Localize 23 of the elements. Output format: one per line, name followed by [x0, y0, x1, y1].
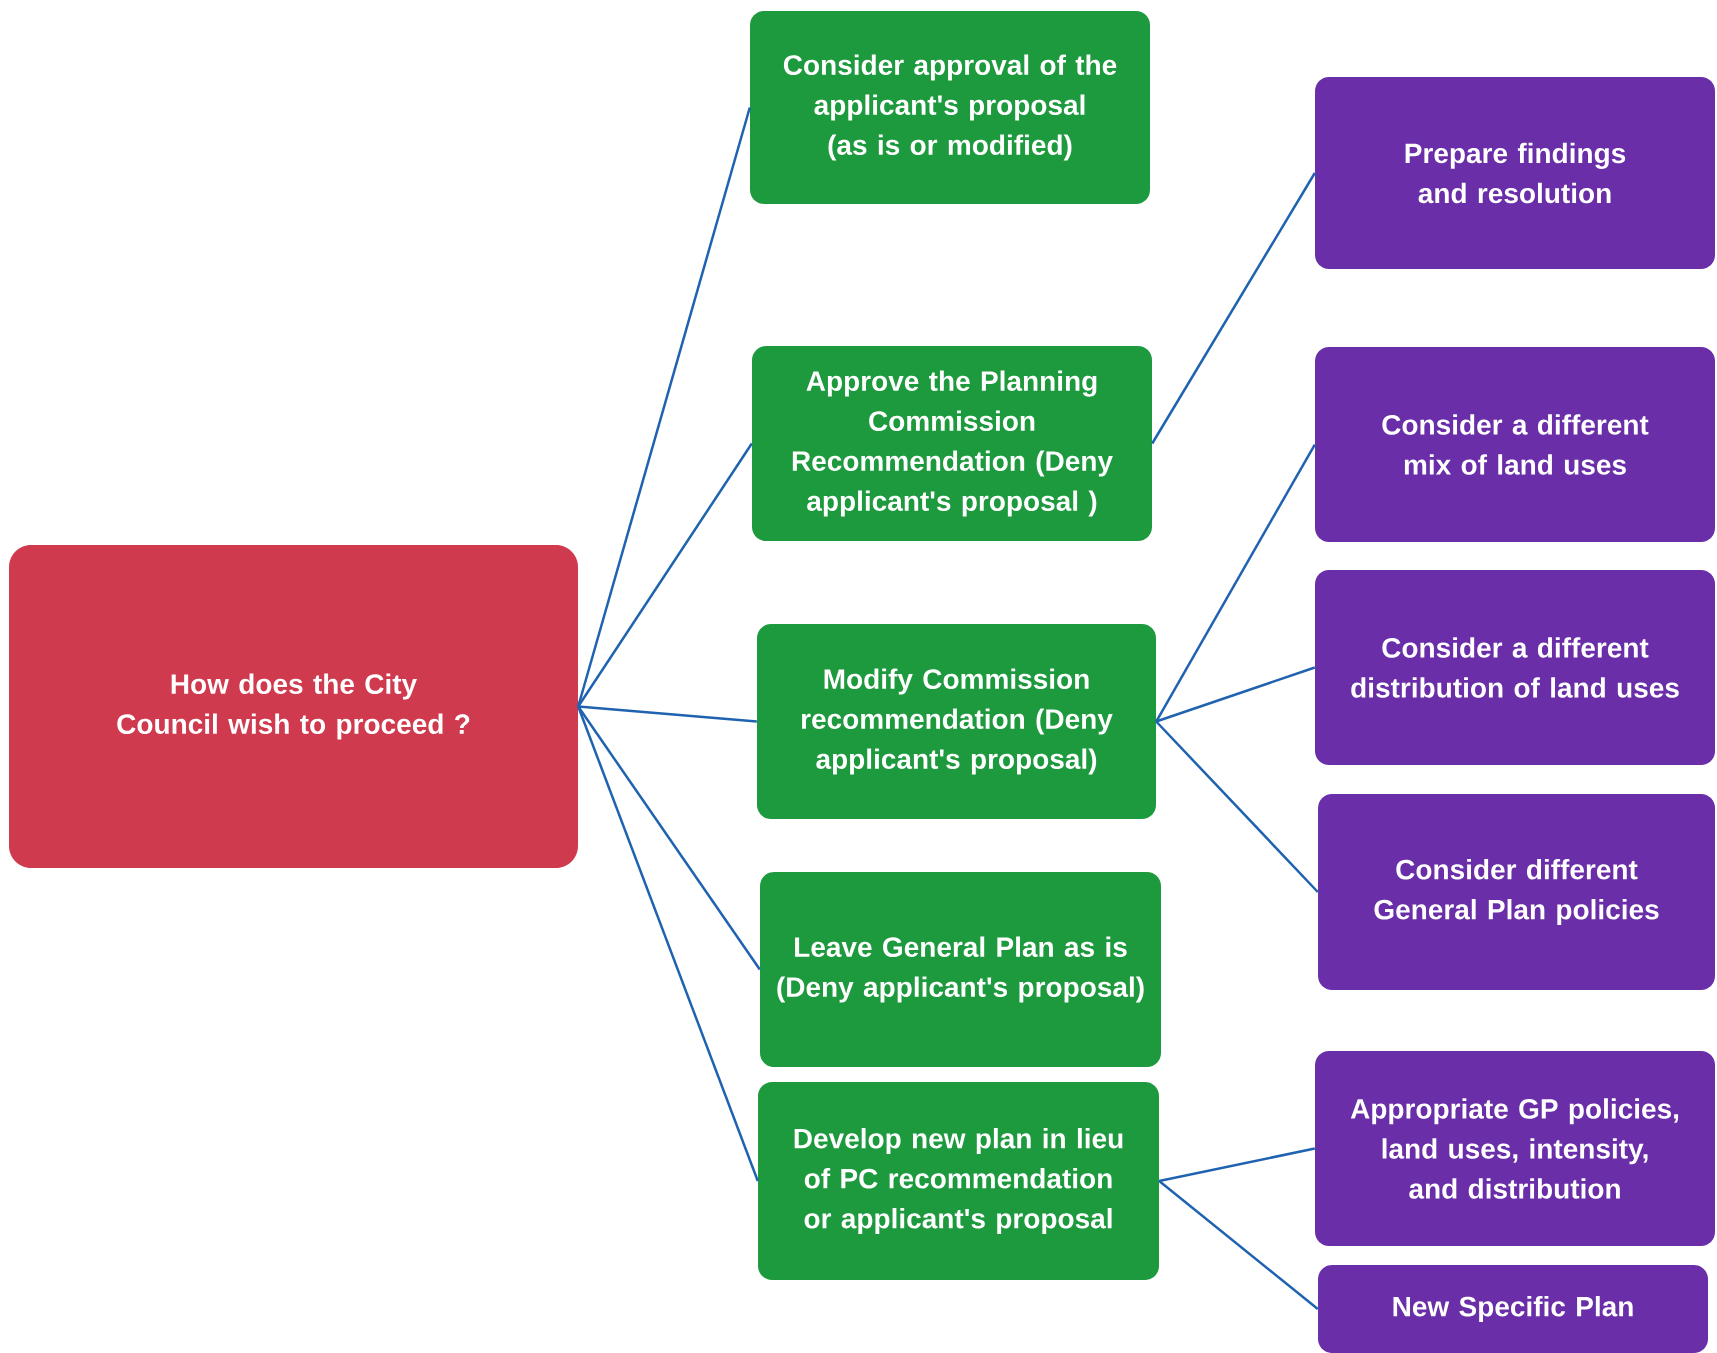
action-box: Consider a different mix of land uses [1315, 347, 1715, 542]
option-box: Leave General Plan as is (Deny applicant's proposal) [760, 872, 1161, 1067]
connector-line [577, 706, 759, 1182]
connector-line [577, 442, 753, 708]
connector-line [1158, 1147, 1316, 1183]
action-box: New Specific Plan [1318, 1265, 1708, 1353]
option-box: Approve the Planning Commission Recommendation (Deny applicant's proposal ) [752, 346, 1152, 541]
action-box: Appropriate GP policies, land uses, intensity, and distribution [1315, 1051, 1715, 1246]
connector-line [577, 107, 751, 707]
connector-line [577, 705, 761, 971]
action-box: Prepare findings and resolution [1315, 77, 1715, 269]
connector-line [578, 705, 757, 723]
connector-line [1155, 443, 1316, 723]
action-box: Consider different General Plan policies [1318, 794, 1715, 990]
connector-line [1151, 172, 1316, 445]
option-box: Modify Commission recommendation (Deny applicant's proposal) [757, 624, 1156, 819]
option-box: Consider approval of the applicant's proposal (as is or modified) [750, 11, 1150, 204]
question-box: How does the City Council wish to proceed ? [9, 545, 578, 868]
option-box: Develop new plan in lieu of PC recommendation or applicant's proposal [758, 1082, 1159, 1280]
action-box: Consider a different distribution of land uses [1315, 570, 1715, 765]
connector-line [1155, 720, 1319, 893]
connector-line [1155, 666, 1316, 723]
connector-line [1158, 1180, 1319, 1310]
